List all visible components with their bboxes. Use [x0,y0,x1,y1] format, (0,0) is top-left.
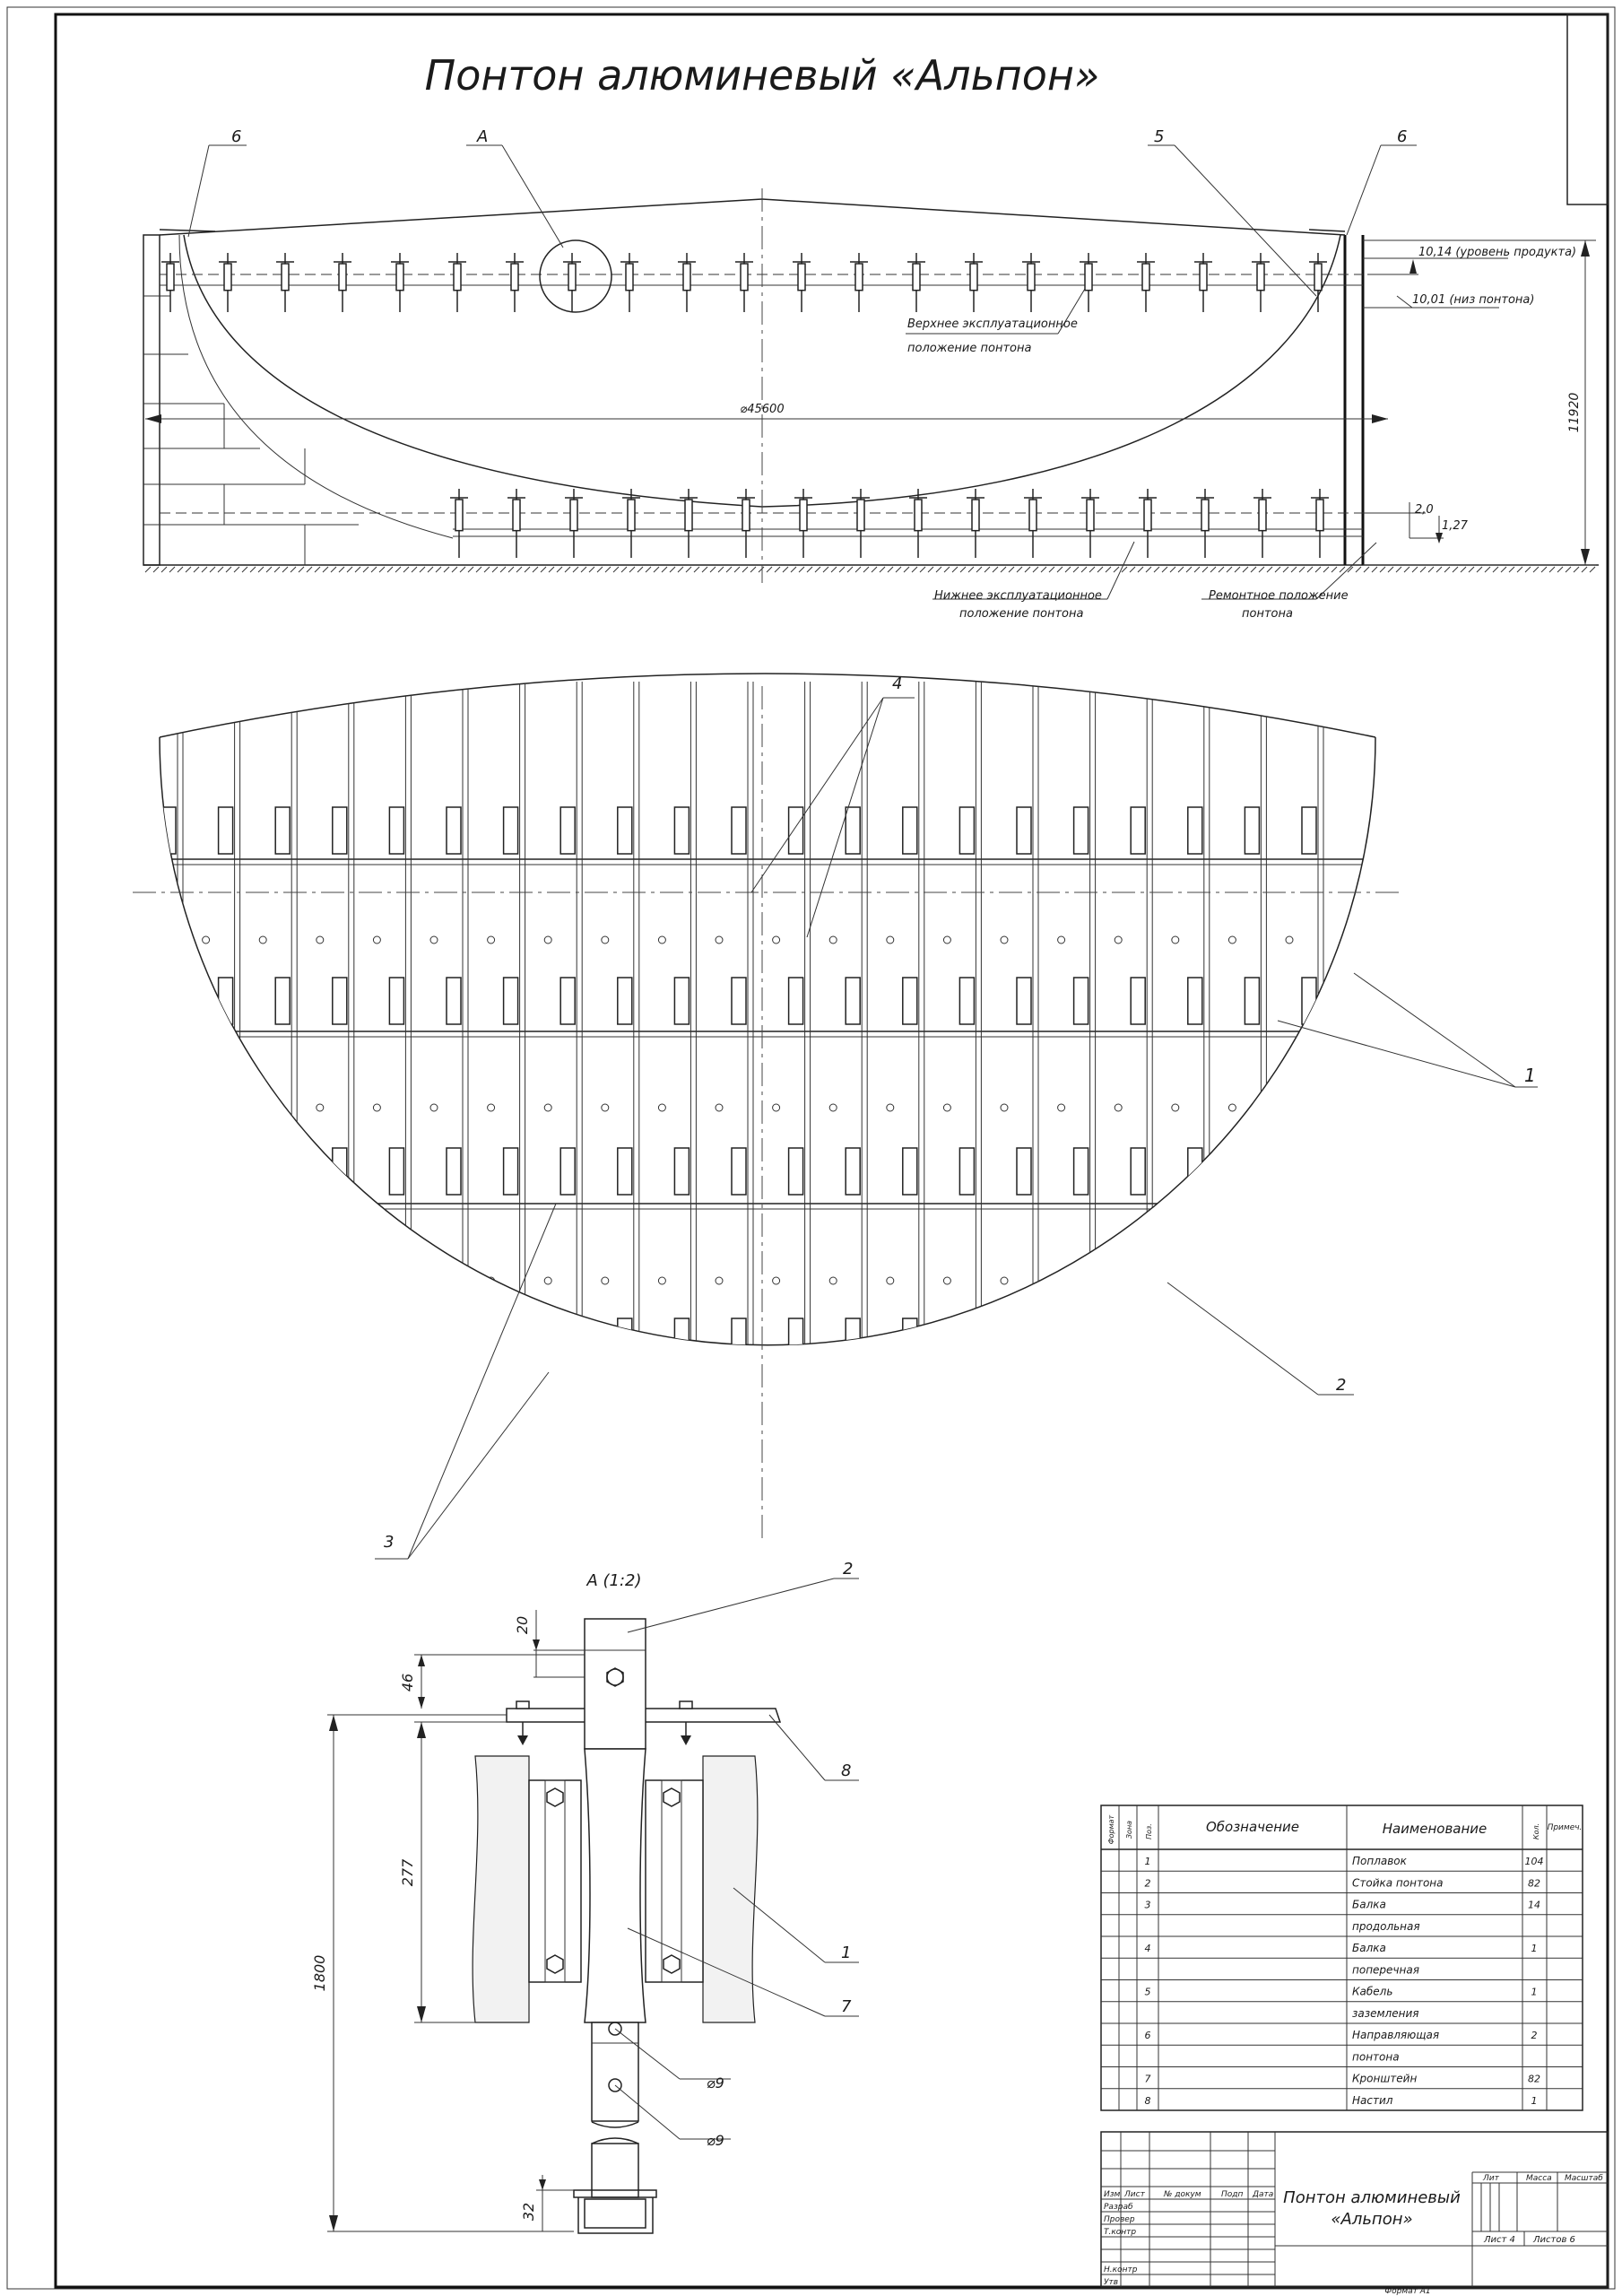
upper-position-label-2: положение понтона [907,342,1031,355]
tb-nkontr: Н.контр [1104,2266,1138,2274]
tb-tkontr: Т.контр [1104,2228,1136,2237]
callout-6-left: 6 [231,127,241,146]
spec-row-qty: 1 [1531,2095,1538,2107]
corner-stamp-box [1566,13,1609,205]
hole-dim-1: ⌀9 [707,2074,724,2092]
dim-277: 277 [399,1858,416,1886]
callout-6-right: 6 [1397,127,1407,146]
detail-a-view: А (1:2) [311,1560,859,2234]
spec-row-qty: 14 [1528,1900,1540,1911]
repair-position-label-2: понтона [1242,607,1293,621]
tb-utv: Утв [1104,2278,1118,2287]
height-dim: 11920 [1567,393,1582,433]
hole-dim-2: ⌀9 [707,2132,724,2149]
col-qty: Кол. [1532,1823,1540,1839]
tb-list: Лист [1123,2190,1146,2199]
spec-row-name: Настил [1352,2094,1393,2107]
col-note: Примеч. [1548,1823,1583,1832]
dim-46: 46 [399,1674,416,1692]
tb-masshtab: Масштаб [1565,2174,1603,2183]
title-block: Изм Лист № докум Подп Дата Разраб Провер… [1100,2131,1609,2288]
tb-lit: Лит [1482,2174,1500,2183]
spec-row-pos: 3 [1145,1900,1151,1911]
dim-20: 20 [514,1616,531,1634]
spec-row-name: заземления [1352,2007,1418,2020]
repair-position-label-1: Ремонтное положение [1209,589,1349,603]
detail-title: А (1:2) [585,1571,641,1590]
level-product: 10,14 (уровень продукта) [1418,246,1576,259]
spec-row-pos: 4 [1145,1943,1151,1954]
col-zone: Зона [1125,1821,1133,1839]
spec-row-pos: 7 [1145,2074,1151,2085]
spec-row-qty: 2 [1531,2030,1538,2041]
spec-row-name: Балка [1352,1899,1386,1911]
detail-callout-7: 7 [841,1997,852,2016]
elevation-view: ⌀45600 11920 10,14 (уровень продукта) 10… [143,127,1599,621]
tb-ndoc: № докум [1163,2190,1201,2199]
callout-2: 2 [1336,1376,1346,1395]
spec-row-qty: 82 [1528,1877,1540,1889]
tb-sheets: Листов 6 [1532,2235,1575,2245]
callout-3: 3 [384,1533,394,1552]
col-format: Формат [1107,1814,1115,1844]
specification-table: Формат Зона Поз. Обозначение Наименовани… [1100,1805,1583,2111]
sheet-frame [54,13,1609,2289]
detail-callout-8: 8 [841,1761,851,1780]
spec-row-pos: 6 [1145,2030,1151,2041]
spec-row-name: Кабель [1352,1986,1392,1998]
spec-row-pos: 5 [1145,1987,1151,1998]
dim-1-27: 1,27 [1442,519,1469,533]
detail-callout-1: 1 [841,1944,851,1962]
spec-row-qty: 104 [1525,1856,1544,1867]
spec-row-name: понтона [1352,2050,1400,2063]
level-pontoon-bottom: 10,01 (низ понтона) [1412,293,1534,307]
col-name: Наименование [1383,1821,1488,1837]
spec-row-name: Направляющая [1352,2029,1439,2041]
spec-row-qty: 1 [1531,1987,1538,1998]
drawing-title: Понтон алюминевый «Альпон» [425,51,1100,100]
spec-row-name: Кронштейн [1352,2073,1417,2085]
col-pos: Поз. [1145,1823,1153,1839]
spec-row-name: поперечная [1352,1963,1419,1976]
tb-razrab: Разраб [1104,2203,1133,2212]
dim-32: 32 [520,2203,537,2221]
spec-row-name: Балка [1352,1942,1386,1954]
callout-4: 4 [892,674,902,693]
spec-row-pos: 8 [1145,2095,1151,2107]
dim-1800: 1800 [311,1955,328,1992]
lower-position-label-1: Нижнее эксплуатационное [934,589,1102,603]
tb-sheet: Лист 4 [1483,2235,1515,2245]
tb-data: Дата [1252,2190,1273,2199]
dim-2-0: 2,0 [1415,503,1434,517]
tb-izm: Изм [1104,2190,1121,2199]
spec-row-pos: 1 [1145,1856,1151,1867]
lower-position-label-2: положение понтона [959,607,1083,621]
detail-callout-2: 2 [843,1560,853,1578]
spec-row-name: продольная [1352,1920,1420,1933]
callout-1: 1 [1524,1065,1536,1086]
upper-position-label-1: Верхнее эксплуатационное [907,317,1078,331]
tb-prover: Провер [1104,2215,1135,2224]
plan-view: 4 1 2 3 [133,673,1538,1560]
diameter-dim: ⌀45600 [740,403,784,416]
tb-name-line-1: Понтон алюминевый [1283,2188,1461,2207]
spec-row-qty: 82 [1528,2074,1540,2085]
sheet-outer-border [6,6,1616,2290]
format-label: Формат А1 [1384,2287,1430,2296]
callout-5: 5 [1154,127,1164,146]
spec-row-pos: 2 [1145,1877,1151,1889]
spec-row-qty: 1 [1531,1943,1538,1954]
callout-A: A [476,127,488,146]
spec-row-name: Стойка понтона [1352,1876,1444,1889]
col-designation: Обозначение [1206,1819,1299,1835]
tb-massa: Масса [1526,2174,1552,2183]
tb-podp: Подп [1221,2190,1243,2199]
spec-row-name: Поплавок [1352,1855,1408,1867]
tb-name-line-2: «Альпон» [1331,2210,1412,2229]
